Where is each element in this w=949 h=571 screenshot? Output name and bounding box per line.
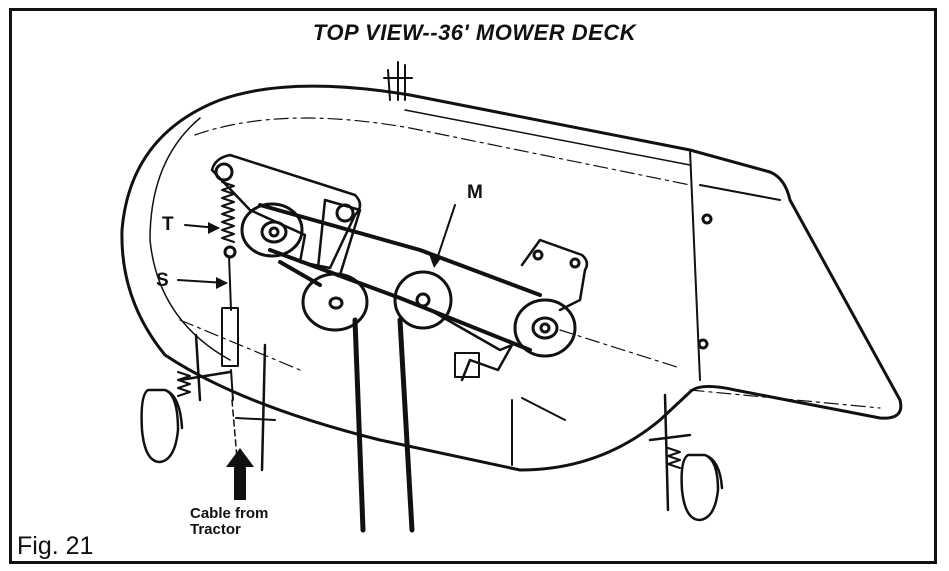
pulley-idler-1 [301, 272, 369, 332]
figure-number: Fig. 21 [17, 532, 94, 560]
s-arrowhead [216, 277, 228, 289]
bracket-bolts [235, 397, 566, 466]
deck-rim [149, 109, 691, 361]
pulley-left [240, 202, 304, 258]
pulley-idler-2 [393, 270, 453, 330]
spring-t [221, 181, 235, 243]
right-wheel [680, 453, 724, 522]
linkage-rod [428, 308, 514, 382]
figure-frame [9, 8, 937, 564]
deck-outline [120, 84, 903, 472]
label-m: M [467, 182, 483, 203]
deck-side-panel [689, 149, 781, 381]
belt-lead-right [397, 317, 415, 533]
left-wheel [140, 388, 184, 464]
cable-caption-line2: Tractor [190, 521, 241, 538]
t-arrowhead [208, 222, 220, 234]
right-bracket [520, 238, 589, 312]
pulley-right [513, 298, 577, 358]
label-s: S [156, 270, 169, 291]
left-hanger [178, 333, 267, 472]
deck-centerline [179, 117, 881, 409]
cable-arrow [226, 448, 254, 500]
label-t: T [162, 214, 174, 235]
cable-caption: Cable from Tractor [190, 506, 300, 538]
cable-caption-line1: Cable from [190, 505, 269, 522]
right-hanger [648, 393, 692, 512]
diagram-title: TOP VIEW--36' MOWER DECK [312, 20, 637, 45]
m-arrowhead [429, 254, 442, 268]
cable-dashed [231, 399, 239, 471]
belt-lead-left [352, 317, 366, 533]
top-hitch [383, 61, 413, 101]
rod-s [228, 255, 234, 401]
m-arrow [435, 204, 456, 263]
belt-guard [210, 153, 362, 270]
